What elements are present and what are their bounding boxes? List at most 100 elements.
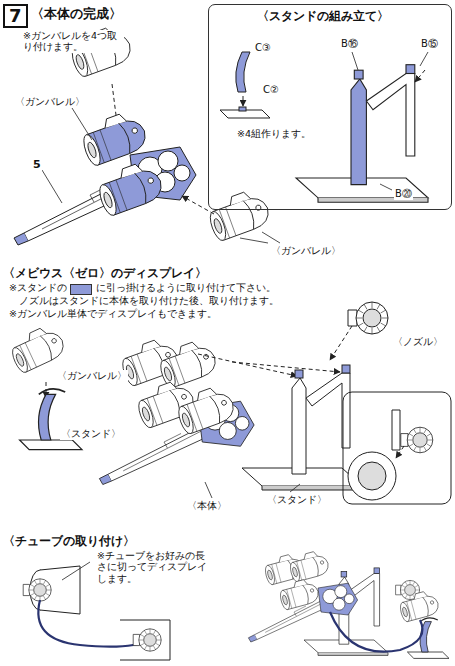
- nozzle-rib: [409, 444, 413, 446]
- pod-thruster: [15, 353, 25, 367]
- nozzle-rib: [405, 595, 407, 598]
- pod-stand-cradle: [39, 389, 65, 394]
- nozzle-part: [401, 427, 433, 453]
- stand-hook: [406, 65, 415, 74]
- pod-nozzle-end: [279, 589, 292, 610]
- nozzle-rib: [29, 590, 33, 591]
- closeup-pod-hull: [120, 620, 170, 660]
- nozzle-rib: [410, 580, 411, 584]
- leader-line: [62, 562, 90, 580]
- inset-pod-ring: [358, 462, 386, 490]
- nozzle-rib: [144, 630, 146, 634]
- pod-fin: [303, 551, 318, 560]
- pod-nozzle-end: [264, 564, 277, 585]
- leader-line: [205, 482, 212, 498]
- pod-nozzle-end: [136, 399, 156, 430]
- pod-thruster: [102, 191, 113, 208]
- nozzle-rib: [30, 594, 34, 596]
- nozzle-rib: [156, 634, 160, 636]
- note: ※チューブをお好みの長さに切ってディスプレイします。: [96, 550, 210, 584]
- nozzle-rib: [427, 434, 431, 436]
- nozzle-rib: [47, 590, 51, 591]
- assembly-arrow: [182, 196, 214, 214]
- part-name: 〈スタンド〉: [60, 428, 122, 440]
- section-heading: 〈メビウス〈ゼロ〉のディスプレイ〉: [2, 266, 208, 280]
- pod-sensor: [320, 560, 324, 564]
- nozzle-rib: [356, 318, 362, 319]
- part-number: B⑮: [420, 38, 439, 50]
- leader-line: [42, 170, 62, 203]
- body-sphere: [235, 417, 249, 431]
- pod-sensor: [181, 394, 187, 400]
- pod-stand-post: [39, 394, 56, 440]
- note: ※スタンドの: [8, 282, 68, 293]
- pod-stand-base: [20, 440, 82, 450]
- nozzle-rib: [144, 646, 146, 650]
- nozzle-rib: [420, 448, 421, 453]
- nozzle-rib: [377, 327, 380, 332]
- pod-stand: [20, 389, 82, 450]
- part-name: 〈ノズル〉: [392, 336, 444, 348]
- nozzle-rib: [400, 590, 404, 591]
- nozzle-rib: [34, 596, 36, 600]
- pod-sensor: [430, 600, 434, 604]
- nozzle-rib: [150, 647, 151, 651]
- callout-number: 5: [32, 158, 42, 171]
- pod-fin: [155, 381, 177, 395]
- nozzle-rib: [381, 310, 386, 313]
- detail-inset: [343, 392, 451, 504]
- gun-muzzle: [14, 233, 28, 245]
- tube: [330, 612, 423, 652]
- nozzle-rib: [416, 590, 420, 591]
- part-number: B⑯: [340, 38, 359, 50]
- part-name: 〈本体〉: [186, 500, 228, 512]
- assembly-arrow: [198, 354, 297, 376]
- pod-sensor: [147, 177, 154, 184]
- leader-line: [262, 232, 280, 243]
- pod-seam: [135, 172, 150, 204]
- nozzle-rib: [409, 434, 413, 436]
- pod-seam: [303, 584, 311, 604]
- leader-line: [240, 238, 268, 243]
- pod-sensor: [131, 127, 138, 134]
- step-number: 7: [3, 4, 28, 28]
- leader-line: [380, 184, 392, 190]
- section-heading: 〈本体の完成〉: [30, 6, 123, 22]
- nozzle-rib: [402, 585, 405, 587]
- nozzle-rib: [40, 579, 41, 583]
- nozzle-rib: [410, 596, 411, 600]
- stand-bracket: [366, 74, 414, 157]
- pod-fin: [177, 341, 199, 355]
- pod-thruster: [163, 366, 173, 381]
- pod-thruster: [141, 406, 151, 421]
- assembly-arrow: [396, 446, 404, 458]
- body-sphere: [219, 422, 236, 439]
- nozzle-rib: [44, 580, 46, 584]
- nozzle-rib: [377, 304, 380, 309]
- nozzle-core: [144, 634, 157, 647]
- body-sphere: [174, 165, 190, 181]
- nozzle-rib: [428, 440, 433, 441]
- pod-sensor: [51, 338, 57, 344]
- part-name: 〈ガンバレル〉: [56, 370, 128, 382]
- pod-nozzle-end: [10, 346, 31, 375]
- nozzle-part: [23, 579, 51, 601]
- stand-hook: [374, 568, 380, 574]
- tube: [38, 600, 150, 647]
- nozzle-rib: [46, 594, 50, 596]
- nozzle-rib: [358, 323, 363, 326]
- pod-nozzle-end: [207, 210, 229, 243]
- part-number: B⑳: [394, 188, 413, 200]
- leader-line: [352, 52, 358, 70]
- stand-assembly-panel: 〈スタンドの組み立て〉: [208, 4, 452, 210]
- inset-pod-end: [348, 452, 396, 500]
- stand-base-edge: [318, 653, 388, 656]
- pod-sensor: [221, 400, 227, 406]
- pod-nozzle-end: [176, 405, 196, 436]
- gunbarrel-pod: [205, 186, 273, 242]
- gunbarrel-pod: [155, 337, 219, 390]
- nozzle-rib: [424, 447, 426, 451]
- body-sphere: [158, 151, 178, 171]
- nozzle-rib: [154, 630, 156, 634]
